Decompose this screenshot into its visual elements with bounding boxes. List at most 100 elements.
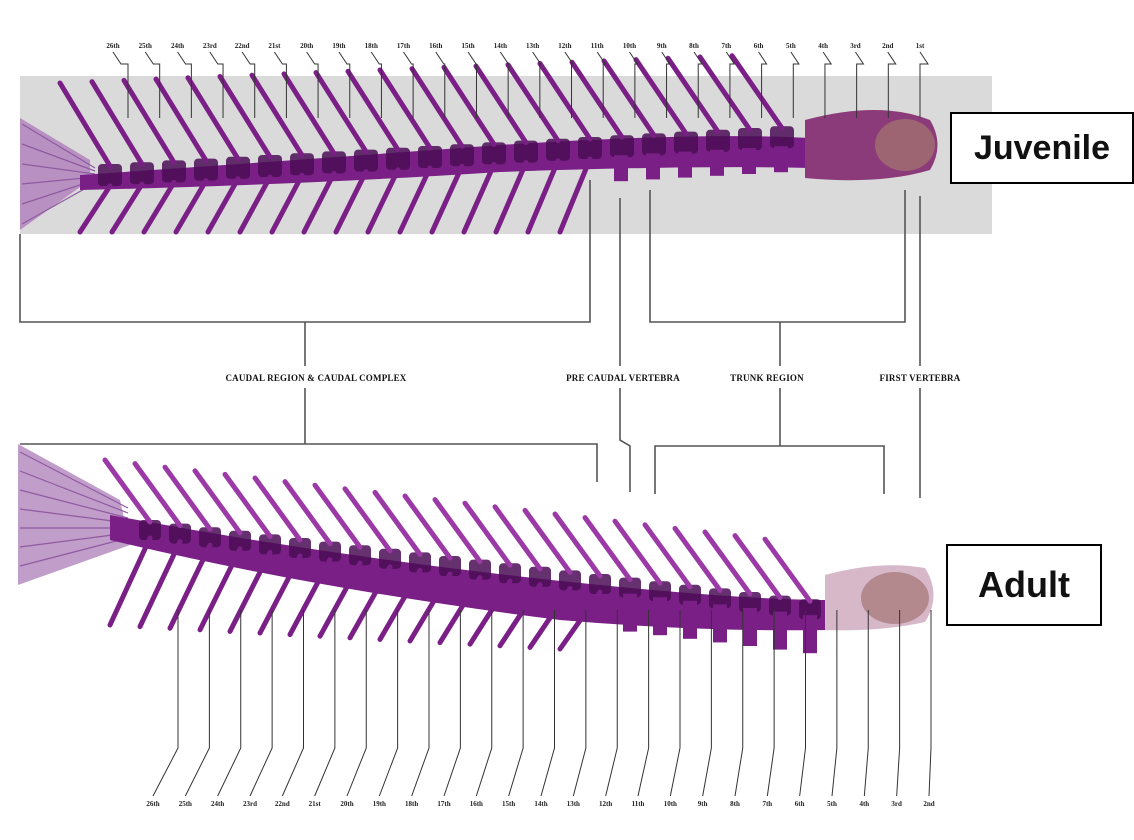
region-label-precaudal: PRE CAUDAL VERTEBRA [566, 373, 680, 383]
adult-label-leader [282, 610, 303, 796]
adult-neural-spine [375, 492, 420, 554]
adult-neural-spine [315, 485, 360, 547]
juvenile-vertebra-label: 26th [106, 42, 119, 50]
juvenile-vertebra-label: 6th [754, 42, 764, 50]
adult-label-leader [832, 610, 837, 796]
adult-neural-spine [165, 467, 210, 529]
juvenile-vertebra-label: 19th [332, 42, 345, 50]
adult-label-leader [153, 610, 178, 796]
juvenile-stage-label: Juvenile [950, 112, 1134, 184]
adult-vertebra-label: 25th [179, 800, 192, 808]
adult-label-leader [670, 610, 680, 796]
adult-vertebra-label: 23rd [243, 800, 257, 808]
juvenile-vertebra-label: 23rd [203, 42, 217, 50]
adult-vertebra-label: 2nd [923, 800, 934, 808]
adult-vertebra-label: 26th [146, 800, 159, 808]
adult-vertebra-label: 19th [373, 800, 386, 808]
juvenile-vertebra-label: 14th [494, 42, 507, 50]
juvenile-vertebra-label: 7th [721, 42, 731, 50]
juvenile-vertebra-label: 9th [657, 42, 667, 50]
juvenile-vertebra-label: 4th [818, 42, 828, 50]
adult-label-leader [638, 610, 649, 796]
juvenile-vertebra-label: 2nd [882, 42, 893, 50]
adult-neural-spine [705, 532, 750, 594]
adult-neural-spine [465, 503, 510, 565]
adult-label-leader [735, 610, 743, 796]
juvenile-vertebra-label: 25th [139, 42, 152, 50]
adult-vertebra-label: 20th [340, 800, 353, 808]
adult-neural-spine [765, 539, 810, 601]
adult-vertebra-label: 15th [502, 800, 515, 808]
juvenile-vertebra-label: 16th [429, 42, 442, 50]
adult-neural-spine [555, 514, 600, 576]
juvenile-rib-process [614, 155, 628, 181]
adult-specimen [18, 444, 934, 653]
adult-neural-spine [735, 536, 780, 598]
adult-neural-spine [225, 474, 270, 536]
juvenile-first-vertebra [875, 119, 935, 171]
adult-neural-spine [525, 510, 570, 572]
juvenile-vertebra-label: 21st [268, 42, 281, 50]
adult-vertebra-label: 24th [211, 800, 224, 808]
adult-neural-spine [585, 518, 630, 580]
adult-neural-spine [195, 471, 240, 533]
adult-vertebra-label: 14th [534, 800, 547, 808]
adult-vertebra-label: 7th [762, 800, 772, 808]
adult-rib-process [743, 608, 757, 646]
juvenile-vertebra-label: 3rd [850, 42, 861, 50]
region-label-caudal: CAUDAL REGION & CAUDAL COMPLEX [225, 373, 406, 383]
adult-neural-spine [285, 482, 330, 544]
adult-label-leader [250, 610, 272, 796]
juvenile-rib-process [646, 153, 660, 179]
adult-neural-spine [645, 525, 690, 587]
juvenile-vertebra-label: 17th [397, 42, 410, 50]
juvenile-vertebra-label: 18th [365, 42, 378, 50]
adult-neural-spine [495, 507, 540, 569]
juvenile-vertebra-label: 5th [786, 42, 796, 50]
adult-vertebra-label: 3rd [891, 800, 902, 808]
juvenile-vertebra-label: 13th [526, 42, 539, 50]
adult-vertebra-label: 9th [698, 800, 708, 808]
juvenile-vertebra-label: 10th [623, 42, 636, 50]
adult-rib-process [773, 612, 787, 650]
juvenile-vertebra-label: 11th [591, 42, 604, 50]
adult-vertebra-label: 22nd [275, 800, 290, 808]
juvenile-rib-process [742, 148, 756, 174]
juvenile-vertebra-label: 22nd [235, 42, 250, 50]
juvenile-rib-process [710, 150, 724, 176]
adult-label-leader [444, 610, 460, 796]
adult-vertebra-label: 17th [437, 800, 450, 808]
adult-neural-spine [615, 521, 660, 583]
adult-label-leader [218, 610, 241, 796]
adult-rib-process [713, 604, 727, 642]
juvenile-vertebra-label: 24th [171, 42, 184, 50]
adult-vertebra-label: 18th [405, 800, 418, 808]
precaudal-line-lower [620, 388, 630, 492]
adult-label-leader [897, 610, 900, 796]
juvenile-vertebra-label: 12th [558, 42, 571, 50]
region-label-first-vertebra: FIRST VERTEBRA [880, 373, 961, 383]
adult-vertebra-label: 21st [309, 800, 322, 808]
adult-label-leader [703, 610, 712, 796]
adult-vertebra-label: 4th [859, 800, 869, 808]
adult-stage-label: Adult [946, 544, 1102, 626]
adult-neural-spine [255, 478, 300, 540]
adult-vertebra-label: 5th [827, 800, 837, 808]
juvenile-vertebra-label: 8th [689, 42, 699, 50]
juvenile-rib-process [678, 152, 692, 178]
adult-label-leader [315, 610, 335, 796]
adult-neural-spine [435, 500, 480, 562]
adult-label-leader [573, 610, 586, 796]
adult-label-leader [929, 610, 931, 796]
adult-neural-spine [135, 464, 180, 526]
adult-rib-process [683, 601, 697, 639]
adult-label-leader [476, 610, 491, 796]
juvenile-vertebra-label: 15th [461, 42, 474, 50]
adult-vertebra-label: 16th [470, 800, 483, 808]
adult-vertebra-label: 10th [664, 800, 677, 808]
adult-vertebra-label: 6th [795, 800, 805, 808]
adult-label-leader [864, 610, 868, 796]
adult-haemal-spine [140, 542, 180, 627]
adult-vertebra-label: 13th [567, 800, 580, 808]
adult-neural-spine [675, 528, 720, 590]
